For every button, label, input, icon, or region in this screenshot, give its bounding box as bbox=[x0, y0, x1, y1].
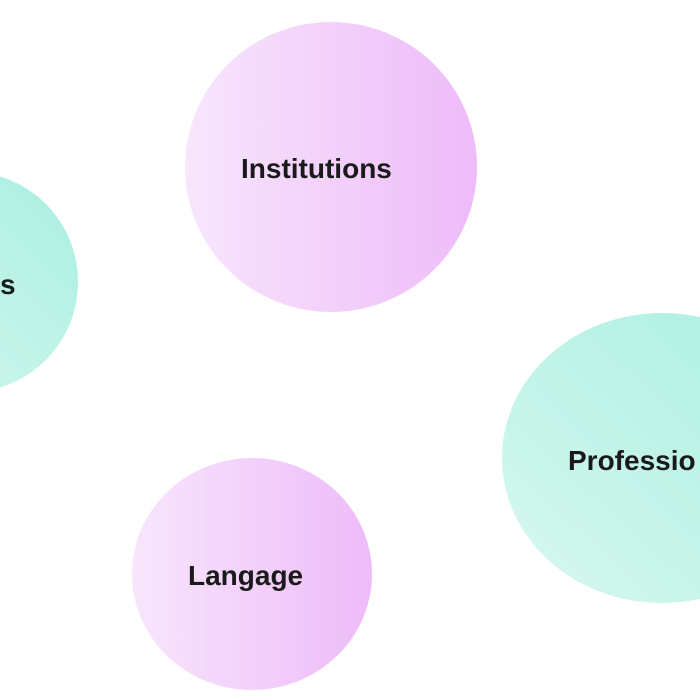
node-label: Institutions bbox=[241, 153, 392, 184]
node-institutions: Institutions bbox=[185, 22, 477, 312]
node-professions-shape bbox=[502, 313, 700, 603]
node-langage-shape bbox=[132, 458, 372, 690]
node-institutions-shape bbox=[185, 22, 477, 312]
node-left-partial: s bbox=[0, 176, 78, 388]
node-left-shape bbox=[0, 176, 78, 388]
node-label: Langage bbox=[188, 560, 303, 591]
node-label: Professio bbox=[568, 445, 696, 476]
node-label: s bbox=[0, 269, 16, 300]
node-langage: Langage bbox=[132, 458, 372, 690]
node-professions: Professio bbox=[502, 313, 700, 603]
